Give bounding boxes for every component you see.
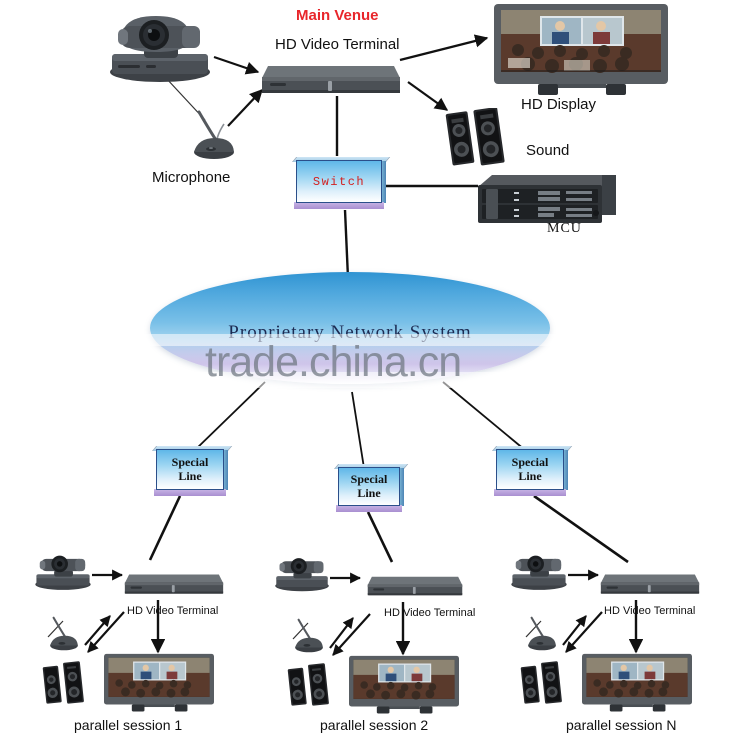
line-cloud-to-specialline-2 [351,391,365,469]
arrow-s1-mic-to-terminal [84,615,111,646]
switch-box-face: Switch [296,160,382,203]
page-title: Main Venue [296,7,379,24]
line-s3-mic-stand [525,620,542,638]
s2-speaker-icon [285,657,335,713]
s1-ptz-camera-icon [32,548,94,592]
s3-monitor-icon [582,652,692,714]
s2-terminal-label: HD Video Terminal [384,607,476,619]
special-line-3-label-bottom: Line [518,468,542,483]
special-line-3-base [494,489,566,496]
special-line-box-2[interactable]: Special Line [334,464,409,512]
mcu-label: MCU [547,221,582,236]
hd-display-label: HD Display [521,96,597,113]
speaker-icon [443,108,511,166]
line-s2-mic-stand [292,622,309,640]
watermark-band-bottom [140,372,560,388]
line-cloud-to-specialline-1 [194,381,266,451]
sound-label: Sound [526,142,570,159]
video-terminal-icon [258,58,404,98]
monitor-icon [494,4,668,96]
microphone-icon [186,108,242,160]
special-line-2-label-top: Special [350,471,388,486]
s3-speaker-icon [518,655,568,711]
s2-ptz-camera-icon [272,551,332,593]
line-specialline3-to-session3 [533,494,629,564]
arrow-s2-terminal-to-sound [332,613,371,656]
line-cloud-to-specialline-3 [442,381,526,451]
s1-speaker-icon [40,655,90,711]
line-specialline1-to-session1 [148,495,182,561]
switch-box-side [381,161,386,203]
arrow-terminal-to-display [399,34,489,62]
s1-terminal-label: HD Video Terminal [127,605,219,617]
watermark-band-top [140,334,560,346]
special-line-1-base [154,489,226,496]
watermark: trade.china.cn [205,338,462,386]
special-line-1-side [223,450,228,490]
line-s1-mic-stand [47,620,64,638]
s2-microphone-icon [289,617,329,653]
s3-microphone-icon [522,615,562,651]
s1-monitor-icon [104,652,214,714]
special-line-2-face: Special Line [338,467,400,506]
special-line-box-1[interactable]: Special Line [152,446,233,496]
special-line-2-label-bottom: Line [357,485,381,500]
arrow-s3-terminal-to-sound [565,611,603,653]
line-switch-to-cloud [343,209,350,279]
special-line-3-face: Special Line [496,449,564,490]
special-line-1-label-bottom: Line [178,468,202,483]
line-specialline2-to-session2 [366,511,394,563]
special-line-2-side [399,468,404,506]
special-line-3-side [563,450,568,490]
switch-label: Switch [312,174,366,189]
special-line-3-label-top: Special [511,454,549,469]
main-terminal-label: HD Video Terminal [275,36,400,53]
arrow-mic-to-terminal [227,89,263,127]
arrow-terminal-to-sound [407,81,449,111]
s1-caption: parallel session 1 [74,717,183,733]
arrow-s3-mic-to-terminal [562,615,587,646]
special-line-1-label-top: Special [171,454,209,469]
s1-microphone-icon [44,615,84,651]
ptz-camera-icon [104,8,216,84]
arrow-camera-to-terminal [213,55,260,75]
switch-box-icon[interactable]: Switch [292,157,391,209]
rack-server-icon [478,165,616,227]
special-line-box-3[interactable]: Special Line [492,446,573,496]
s2-caption: parallel session 2 [320,717,429,733]
special-line-1-face: Special Line [156,449,224,490]
s3-video-terminal-icon [598,568,702,598]
arrow-s1-terminal-to-sound [87,611,125,653]
s1-video-terminal-icon [122,568,226,598]
s3-terminal-label: HD Video Terminal [604,605,696,617]
switch-box-base [294,202,384,209]
network-cloud-edge [150,272,550,384]
arrow-s2-mic-to-terminal [329,617,354,649]
s3-ptz-camera-icon [508,548,570,592]
microphone-label: Microphone [152,169,231,186]
special-line-2-base [336,505,402,512]
s2-monitor-icon [349,654,459,716]
s3-caption: parallel session N [566,717,677,733]
s2-video-terminal-icon [365,570,465,600]
